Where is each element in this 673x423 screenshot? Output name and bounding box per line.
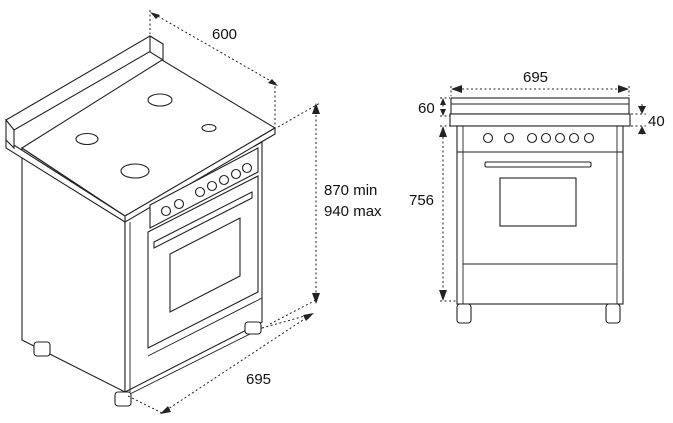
knob-3	[194, 186, 206, 198]
height-max-label: 940 max	[324, 203, 382, 220]
knob-5	[218, 174, 230, 186]
backguard-side	[149, 35, 164, 61]
front-body	[456, 125, 624, 305]
knob-1	[160, 205, 172, 217]
burner-mid-right	[201, 123, 217, 133]
front-height-label: 756	[409, 192, 434, 209]
front-cooker	[449, 97, 631, 324]
front-width-label: 695	[523, 69, 548, 86]
burner-back-right	[147, 93, 173, 107]
front-knob-7	[583, 132, 595, 144]
knob-2	[173, 198, 185, 210]
front-knob-3	[526, 132, 538, 144]
knob-7	[241, 162, 253, 174]
oven-door	[147, 175, 259, 349]
width-label: 695	[246, 371, 271, 388]
depth-label: 600	[212, 26, 237, 43]
perspective-cooker	[5, 35, 277, 407]
knob-4	[206, 180, 218, 192]
plinth-line	[129, 327, 263, 395]
front-dimension-height	[439, 125, 456, 302]
oven-window	[169, 217, 241, 313]
front-knob-1	[482, 132, 494, 144]
drawer-line	[147, 297, 263, 357]
front-oven-handle	[484, 161, 592, 168]
front-oven-window	[499, 177, 577, 227]
front-foot-right	[605, 303, 621, 324]
front-hob-edge	[449, 113, 631, 127]
front-backguard-label: 60	[418, 100, 435, 117]
front-foot-left	[456, 303, 472, 324]
front-knob-2	[503, 132, 515, 144]
front-knob-6	[568, 132, 580, 144]
front-hob-label: 40	[648, 113, 665, 130]
front-dimension-hob	[631, 104, 646, 136]
height-min-label: 870 min	[324, 182, 377, 199]
front-knob-4	[540, 132, 552, 144]
foot-back-left	[33, 341, 51, 357]
burner-back-left	[75, 132, 99, 146]
front-backguard	[450, 97, 630, 115]
dimension-height	[269, 102, 321, 325]
front-dimension-width	[450, 85, 630, 96]
foot-front-left	[114, 391, 132, 407]
burner-front-left	[120, 163, 150, 179]
oven-handle	[153, 191, 253, 249]
foot-front-right	[244, 321, 262, 335]
hob-side-edge	[5, 138, 126, 223]
knob-6	[230, 168, 242, 180]
dimension-width	[127, 313, 314, 414]
dimension-depth	[149, 10, 278, 126]
front-knob-5	[554, 132, 566, 144]
front-dimension-backguard	[440, 97, 450, 117]
backguard-top	[5, 118, 15, 150]
